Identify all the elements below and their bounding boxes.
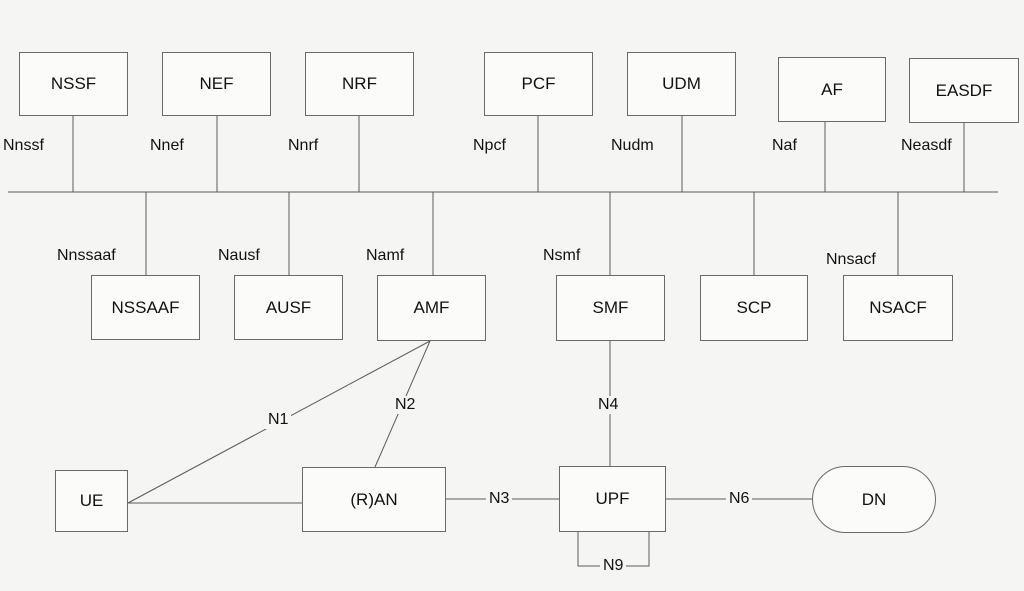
upf-node: UPF: [559, 466, 666, 532]
smf-label: SMF: [592, 298, 629, 317]
udm-label: UDM: [662, 74, 701, 93]
nnssf-interface-label: Nnssf: [3, 137, 44, 154]
nsacf-node: NSACF: [843, 275, 953, 341]
upf-label: UPF: [595, 489, 630, 508]
nef-label: NEF: [199, 74, 234, 93]
ue-label: UE: [79, 491, 104, 510]
nssf-label: NSSF: [50, 74, 97, 93]
nudm-interface-label: Nudm: [611, 137, 654, 154]
nnssaaf-interface-label: Nnssaaf: [57, 247, 116, 264]
dn-label: DN: [861, 489, 887, 509]
pcf-node: PCF: [484, 52, 593, 116]
easdf-label: EASDF: [935, 80, 993, 100]
n9-label: N9: [600, 557, 627, 575]
amf-label: AMF: [413, 298, 450, 317]
af-label: AF: [821, 79, 843, 99]
nef-node: NEF: [162, 52, 271, 116]
nnef-interface-label: Nnef: [150, 137, 184, 154]
ausf-node: AUSF: [234, 275, 343, 340]
scp-label: SCP: [736, 298, 772, 317]
scp-node: SCP: [700, 275, 808, 341]
nrf-node: NRF: [305, 52, 414, 116]
naf-interface-label: Naf: [772, 137, 797, 154]
amf-node: AMF: [377, 275, 486, 341]
namf-interface-label: Namf: [366, 247, 405, 264]
udm-node: UDM: [627, 52, 736, 116]
n3-label: N3: [486, 490, 513, 508]
n2-label: N2: [392, 396, 419, 414]
ran-node: (R)AN: [302, 467, 446, 532]
nsmf-interface-label: Nsmf: [543, 247, 581, 264]
nssaaf-label: NSSAAF: [111, 297, 180, 317]
nssaaf-node: NSSAAF: [91, 275, 200, 340]
pcf-label: PCF: [521, 74, 556, 93]
nsacf-label: NSACF: [869, 298, 927, 317]
ausf-label: AUSF: [265, 297, 312, 317]
nnrf-interface-label: Nnrf: [288, 137, 319, 154]
nnsacf-interface-label: Nnsacf: [826, 251, 876, 268]
dn-node: DN: [812, 466, 936, 533]
smf-node: SMF: [556, 275, 665, 341]
nrf-label: NRF: [342, 74, 377, 93]
af-node: AF: [778, 57, 886, 122]
easdf-node: EASDF: [909, 58, 1019, 123]
neasdf-interface-label: Neasdf: [901, 137, 952, 154]
ue-node: UE: [55, 470, 128, 532]
ran-label: (R)AN: [350, 489, 398, 509]
npcf-interface-label: Npcf: [473, 137, 506, 154]
nausf-interface-label: Nausf: [218, 247, 260, 264]
n1-label: N1: [265, 411, 292, 429]
n4-label: N4: [595, 396, 622, 414]
nssf-node: NSSF: [19, 52, 128, 116]
n6-label: N6: [726, 490, 753, 508]
